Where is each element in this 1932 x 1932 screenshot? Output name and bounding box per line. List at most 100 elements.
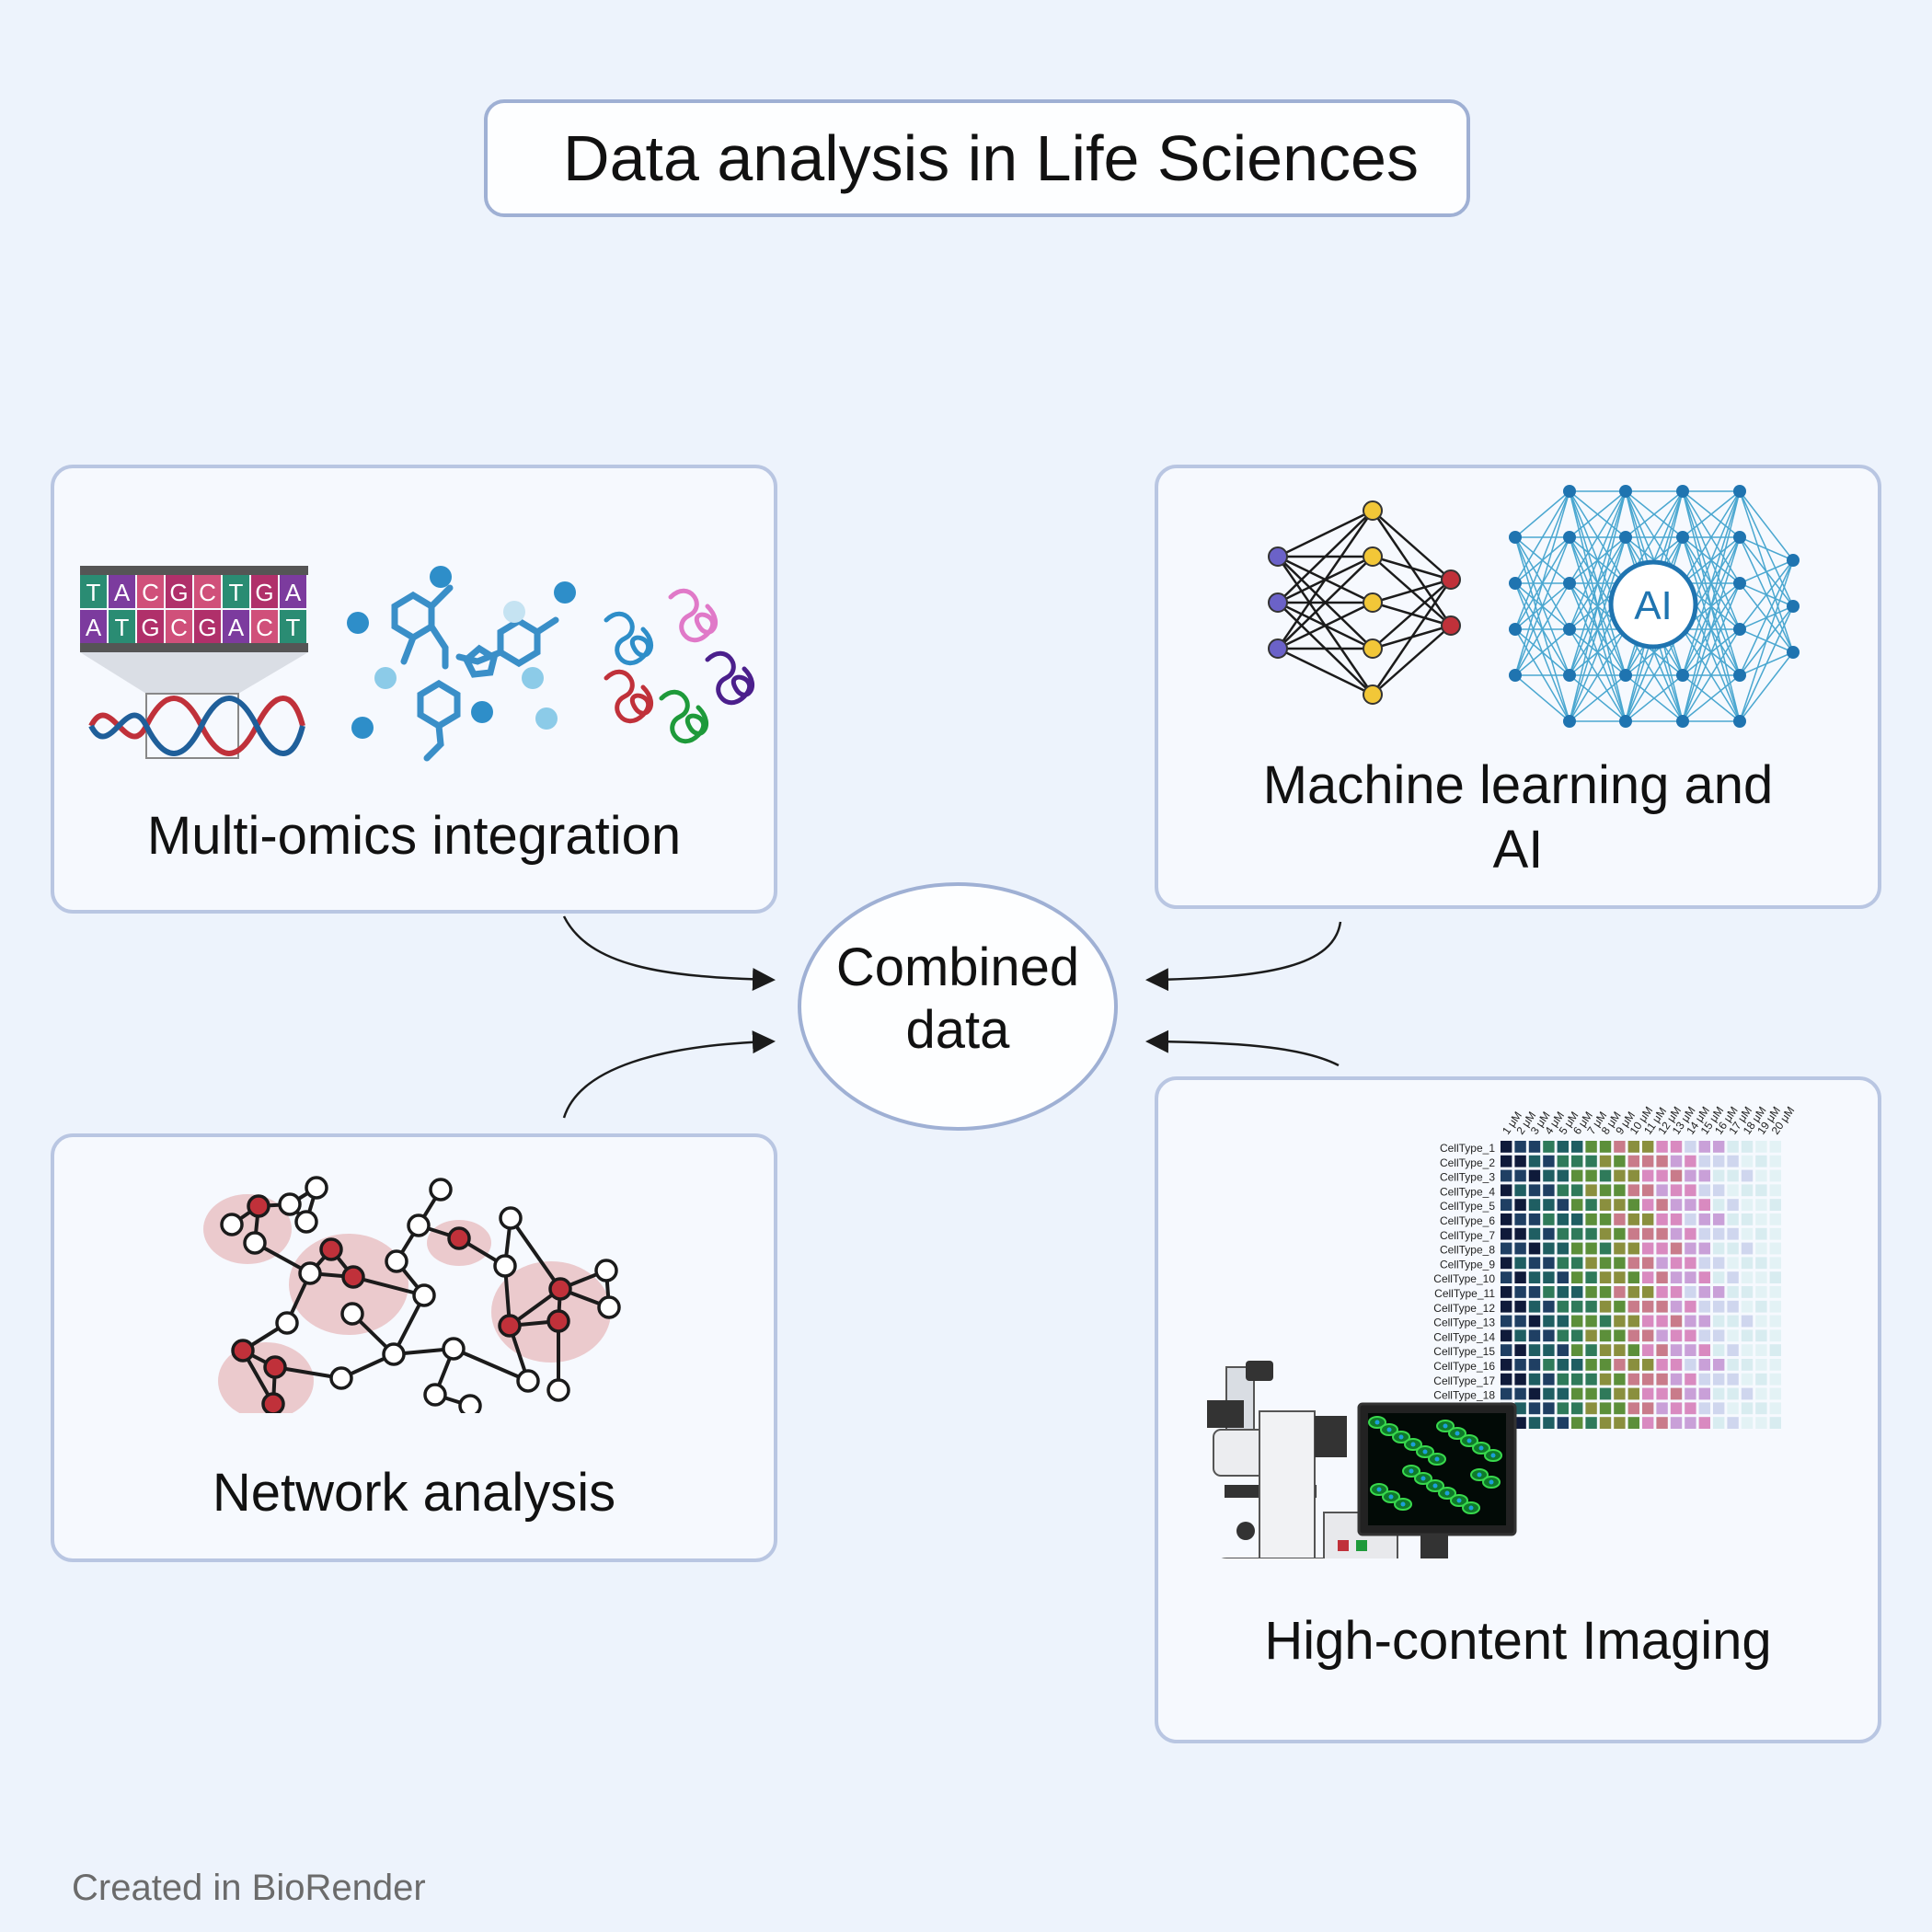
cell-nucleus	[1374, 1420, 1380, 1425]
heatmap-cell	[1501, 1199, 1512, 1211]
heatmap-cell	[1642, 1199, 1654, 1211]
heatmap-cell	[1741, 1141, 1754, 1153]
heatmap-cell	[1528, 1257, 1541, 1270]
heatmap-cell	[1501, 1155, 1512, 1167]
heatmap-cell	[1543, 1315, 1555, 1328]
heatmap-cell	[1769, 1329, 1781, 1342]
heatmap-cell	[1656, 1373, 1668, 1386]
ai-edge	[1739, 490, 1794, 561]
heatmap-cell	[1501, 1242, 1512, 1255]
ai-edge	[1569, 490, 1627, 676]
heatmap-cell	[1514, 1242, 1526, 1255]
heatmap-cell	[1698, 1417, 1710, 1429]
heatmap-cell	[1656, 1315, 1668, 1328]
heatmap-cell	[1614, 1227, 1626, 1240]
heatmap-cell	[1670, 1315, 1683, 1328]
heatmap-cell	[1627, 1184, 1639, 1197]
nn-node	[1363, 546, 1383, 567]
heatmap-cell	[1741, 1227, 1754, 1240]
heatmap-cell	[1713, 1402, 1725, 1415]
panel-machine-learning: AI Machine learning and AI	[1155, 465, 1881, 909]
cell-nucleus	[1410, 1442, 1416, 1447]
heatmap-cell	[1543, 1373, 1555, 1386]
heatmap-cell	[1698, 1242, 1710, 1255]
heatmap-row-label: CellType_10	[1433, 1272, 1495, 1285]
heatmap-row-label: CellType_2	[1440, 1156, 1495, 1169]
ml-label: Machine learning and AI	[1158, 753, 1878, 882]
ai-node	[1676, 485, 1689, 498]
heatmap-cell	[1741, 1417, 1754, 1429]
heatmap-cell	[1585, 1227, 1597, 1240]
ai-edge	[1682, 674, 1741, 722]
heatmap-cell	[1571, 1227, 1583, 1240]
heatmap-cell	[1627, 1271, 1639, 1283]
heatmap-cell	[1514, 1359, 1526, 1371]
cell-nucleus	[1388, 1494, 1394, 1500]
heatmap-cell	[1685, 1155, 1696, 1167]
heatmap-cell	[1698, 1141, 1710, 1153]
heatmap-cell	[1713, 1242, 1725, 1255]
nn-edge	[1276, 510, 1374, 650]
heatmap-cell	[1514, 1227, 1526, 1240]
heatmap-cell	[1670, 1329, 1683, 1342]
heatmap-cell	[1627, 1402, 1639, 1415]
heatmap-cell	[1599, 1344, 1612, 1356]
heatmap-row-label: CellType_5	[1440, 1200, 1495, 1213]
heatmap-cell	[1727, 1359, 1739, 1371]
heatmap-cell	[1557, 1155, 1569, 1167]
dna-base-bottom-letter: A	[86, 614, 102, 641]
ai-edge	[1739, 559, 1794, 584]
dna-base-top-letter: T	[229, 579, 244, 606]
heatmap-cell	[1685, 1286, 1696, 1298]
heatmap-cell	[1741, 1213, 1754, 1225]
atom-dots	[347, 566, 576, 739]
heatmap-cell	[1755, 1184, 1767, 1197]
heatmap-cell	[1501, 1286, 1512, 1298]
heatmap-cell	[1557, 1329, 1569, 1342]
network-node	[597, 1295, 621, 1319]
dna-base-top-letter: A	[114, 579, 131, 606]
heatmap-row-label: CellType_1	[1440, 1142, 1495, 1155]
heatmap-cell	[1685, 1199, 1696, 1211]
ai-edge	[1514, 490, 1570, 630]
ai-node	[1509, 531, 1522, 544]
ai-edge	[1514, 628, 1570, 676]
heatmap-cell	[1543, 1344, 1555, 1356]
heatmap-cell	[1599, 1329, 1612, 1342]
heatmap-cell	[1769, 1359, 1781, 1371]
ai-edge	[1514, 490, 1570, 676]
ai-edge	[1625, 490, 1684, 538]
heatmap-cell	[1585, 1373, 1597, 1386]
heatmap-cell	[1585, 1213, 1597, 1225]
nn-node	[1363, 500, 1383, 521]
heatmap-cell	[1713, 1199, 1725, 1211]
heatmap-cell	[1685, 1329, 1696, 1342]
heatmap-cell	[1727, 1344, 1739, 1356]
heatmap-cell	[1727, 1184, 1739, 1197]
network-node	[329, 1366, 353, 1390]
heatmap-cell	[1627, 1315, 1639, 1328]
heatmap-cell	[1543, 1213, 1555, 1225]
dna-base-bottom-letter: A	[228, 614, 245, 641]
heatmap-cell	[1543, 1184, 1555, 1197]
heatmap-cell	[1670, 1417, 1683, 1429]
heatmap-cell	[1557, 1271, 1569, 1283]
heatmap-cell	[1698, 1271, 1710, 1283]
heatmap-cell	[1656, 1141, 1668, 1153]
heatmap-cell	[1514, 1141, 1526, 1153]
heatmap-cell	[1571, 1315, 1583, 1328]
network-node	[546, 1378, 570, 1402]
heatmap-cell	[1755, 1271, 1767, 1283]
ai-node	[1676, 715, 1689, 728]
heatmap-cell	[1769, 1373, 1781, 1386]
heatmap-cell	[1585, 1359, 1597, 1371]
heatmap-cell	[1543, 1329, 1555, 1342]
nn-node	[1441, 615, 1461, 636]
heatmap-cell	[1685, 1402, 1696, 1415]
cluster-highlight	[203, 1194, 292, 1264]
heatmap-cell	[1514, 1329, 1526, 1342]
ai-edge	[1682, 490, 1741, 584]
cell-nucleus	[1489, 1479, 1494, 1485]
